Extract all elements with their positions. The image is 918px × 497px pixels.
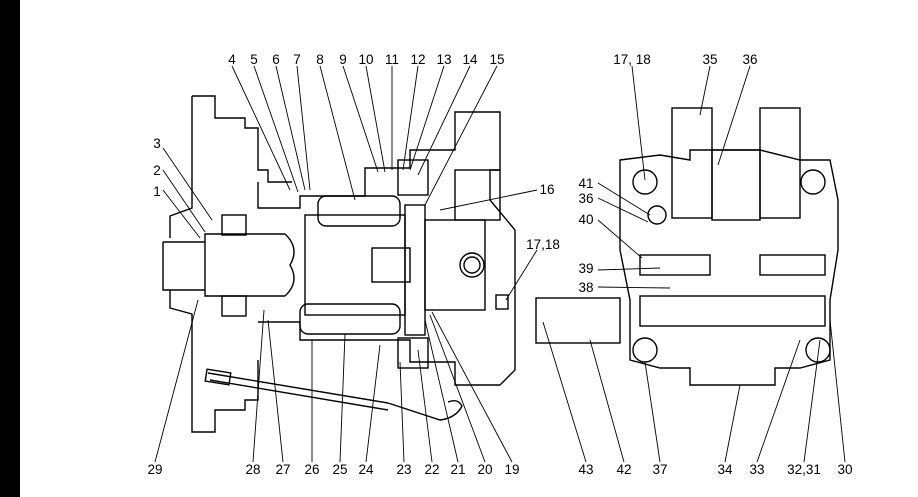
- label-35: 35: [702, 52, 717, 67]
- label-3: 3: [153, 136, 161, 151]
- side-housing: [535, 297, 621, 344]
- label-43: 43: [578, 462, 593, 477]
- left-sectional-view: [162, 95, 516, 433]
- label-15: 15: [489, 52, 504, 67]
- label-28: 28: [245, 462, 260, 477]
- label-9: 9: [339, 52, 347, 67]
- small-plug: [495, 294, 509, 310]
- label-41: 41: [578, 176, 593, 191]
- label-2: 2: [153, 163, 161, 178]
- spool-upper-right: [759, 254, 826, 276]
- label-4: 4: [228, 52, 236, 67]
- label-17-18-right: 17, 18: [613, 52, 651, 67]
- label-29: 29: [147, 462, 162, 477]
- bolt-hole-top-right: [800, 169, 826, 195]
- end-cover: [424, 219, 486, 311]
- front-bearing-lower: [221, 295, 247, 317]
- label-34: 34: [717, 462, 733, 477]
- label-12: 12: [410, 52, 425, 67]
- regulator-block: [454, 169, 501, 221]
- label-16: 16: [539, 182, 554, 197]
- piston-lower: [299, 303, 401, 335]
- mounting-flange: [169, 95, 292, 433]
- front-bearing-upper: [221, 214, 247, 236]
- label-19: 19: [504, 462, 519, 477]
- piston-upper: [317, 195, 401, 227]
- spool-bore: [639, 295, 826, 327]
- valve-plate: [404, 204, 426, 336]
- label-24: 24: [358, 462, 374, 477]
- label-36-top: 36: [742, 52, 757, 67]
- label-1: 1: [153, 184, 161, 199]
- solenoid-right: [759, 107, 801, 219]
- bolt-hole-top-left: [632, 169, 658, 195]
- bolt-hole-bottom-right: [805, 337, 831, 363]
- label-32-31: 32,31: [787, 462, 821, 477]
- label-25: 25: [332, 462, 347, 477]
- label-23: 23: [396, 462, 411, 477]
- label-21: 21: [450, 462, 465, 477]
- spool-chamber-lower: [397, 337, 429, 369]
- label-27: 27: [275, 462, 290, 477]
- label-37: 37: [652, 462, 667, 477]
- port-circle: [459, 252, 485, 278]
- label-8: 8: [316, 52, 324, 67]
- label-6: 6: [272, 52, 280, 67]
- solenoid-left: [671, 107, 713, 219]
- label-7: 7: [293, 52, 301, 67]
- label-42: 42: [616, 462, 631, 477]
- label-20: 20: [477, 462, 492, 477]
- bolt-hole-bottom-left: [632, 337, 658, 363]
- label-33: 33: [749, 462, 764, 477]
- drain-tube-fitting: [204, 368, 232, 386]
- label-38: 38: [578, 280, 593, 295]
- label-13: 13: [436, 52, 451, 67]
- orifice-circle: [647, 205, 667, 225]
- page-edge-bar: [0, 0, 20, 497]
- drain-tube: [207, 372, 463, 421]
- spool-upper-left: [639, 254, 711, 276]
- center-bolt: [371, 247, 411, 283]
- spool-chamber: [397, 159, 429, 196]
- label-22: 22: [424, 462, 439, 477]
- label-17-18: 17,18: [526, 237, 560, 252]
- label-39: 39: [578, 261, 593, 276]
- right-sectional-view: [535, 107, 839, 386]
- part-number-labels: 4 5 6 7 8 9 10 11 12 13 14 15 3 2 1 16 1…: [147, 52, 852, 477]
- cylinder-block: [304, 214, 406, 316]
- label-14: 14: [462, 52, 478, 67]
- label-5: 5: [250, 52, 258, 67]
- regulator-body: [619, 149, 839, 386]
- label-11: 11: [385, 52, 399, 67]
- port-circle-inner: [463, 256, 481, 274]
- label-10: 10: [358, 52, 373, 67]
- left-leader-lines: [154, 65, 538, 463]
- center-stem: [711, 149, 761, 221]
- label-36-side: 36: [578, 191, 593, 206]
- label-26: 26: [304, 462, 319, 477]
- label-30: 30: [837, 462, 852, 477]
- drive-shaft: [162, 233, 295, 297]
- right-leader-lines: [542, 65, 846, 463]
- label-40: 40: [578, 212, 593, 227]
